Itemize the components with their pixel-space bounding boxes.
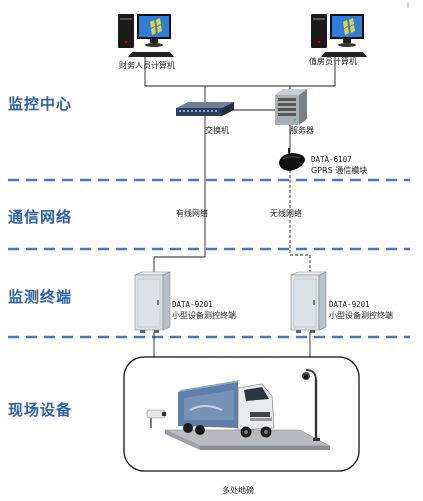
pc-finance-icon — [118, 14, 174, 57]
terminal-right-model-label: DATA-9201 — [329, 300, 370, 309]
weighbridge-platform — [164, 429, 331, 450]
switch-label: 交换机 — [205, 126, 229, 135]
gprs-module-icon — [279, 148, 305, 171]
terminal-right-cabinet — [290, 271, 327, 333]
terminal-right-name-label: 小型设备测控终端 — [329, 311, 393, 320]
switch-icon — [176, 102, 234, 116]
camera-icon — [146, 409, 166, 428]
zone-separators — [8, 178, 410, 339]
terminal-left-model-label: DATA-9201 — [172, 300, 213, 309]
pc-value-icon — [311, 14, 367, 57]
connections — [144, 57, 336, 357]
zone-communication-network: 通信网络 — [8, 208, 73, 226]
pc-finance-label: 财务人员计算机 — [119, 61, 175, 70]
terminal-left-name-label: 小型设备测控终端 — [172, 311, 236, 320]
zone-monitoring-terminal: 监测终端 — [8, 288, 73, 306]
pc-value-label: 值房员计算机 — [309, 57, 357, 66]
zone-monitoring-center: 监控中心 — [8, 95, 73, 113]
server-label: 服务器 — [290, 126, 314, 135]
truck-icon — [178, 380, 275, 438]
gprs-name-label: GPRS 通信模块 — [311, 166, 368, 175]
zone-site-equipment: 现场设备 — [8, 401, 73, 419]
wired-network-label: 有线网络 — [176, 209, 208, 218]
terminal-left-cabinet — [134, 271, 171, 333]
gprs-model-label: DATA-6107 — [311, 155, 352, 164]
camera-pole-icon — [302, 369, 320, 441]
scale-label: 多处地磅 — [222, 486, 254, 495]
wireless-network-label: 无线网络 — [270, 209, 302, 218]
server-icon — [275, 89, 307, 125]
